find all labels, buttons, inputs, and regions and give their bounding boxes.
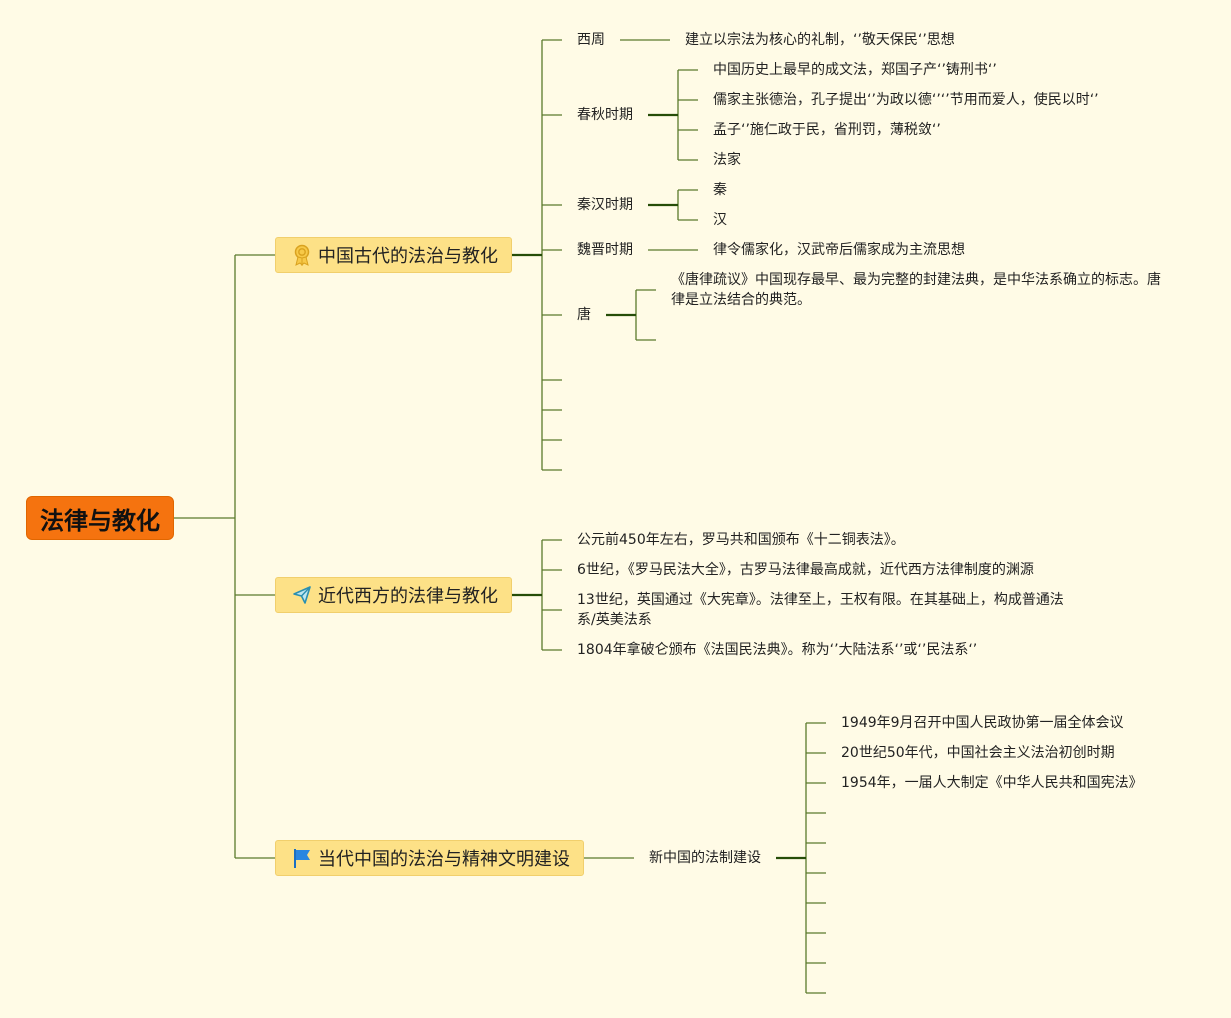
topic-xizhou[interactable]: 西周 <box>577 32 605 48</box>
flag-icon <box>294 849 310 868</box>
leaf-new-china-1[interactable]: 1949年9月召开中国人民政协第一届全体会议 <box>841 715 1124 731</box>
leaf-tang[interactable]: 《唐律疏议》中国现存最早、最为完整的封建法典，是中华法系确立的标志。唐律是立法结… <box>671 272 1161 308</box>
topic-qinhan[interactable]: 秦汉时期 <box>577 197 633 213</box>
topic-weijin[interactable]: 魏晋时期 <box>577 242 633 258</box>
leaf-west-1[interactable]: 公元前450年左右，罗马共和国颁布《十二铜表法》。 <box>577 532 905 548</box>
branch-modern-west[interactable]: 近代西方的法律与教化 <box>275 577 512 613</box>
leaf-west-2[interactable]: 6世纪，《罗马民法大全》，古罗马法律最高成就，近代西方法律制度的渊源 <box>577 562 1034 578</box>
leaf-new-china-2[interactable]: 20世纪50年代，中国社会主义法治初创时期 <box>841 745 1115 761</box>
leaf-chunqiu-2[interactable]: 儒家主张德治，孔子提出‘’为政以德‘’‘’节用而爱人，使民以时‘’ <box>713 92 1099 108</box>
leaf-new-china-3[interactable]: 1954年，一届人大制定《中华人民共和国宪法》 <box>841 775 1143 791</box>
leaf-han[interactable]: 汉 <box>713 212 727 228</box>
leaf-chunqiu-1[interactable]: 中国历史上最早的成文法，郑国子产‘’铸刑书‘’ <box>713 62 997 78</box>
branch-contemporary-china-label: 当代中国的法治与精神文明建设 <box>318 849 570 870</box>
paper-plane-icon <box>293 586 311 604</box>
branch-contemporary-china[interactable]: 当代中国的法治与精神文明建设 <box>275 840 584 876</box>
root-topic-label: 法律与教化 <box>40 506 160 535</box>
leaf-west-3[interactable]: 13世纪，英国通过《大宪章》。法律至上，王权有限。在其基础上，构成普通法系/英美… <box>577 592 1064 628</box>
leaf-chunqiu-3[interactable]: 孟子‘’施仁政于民，省刑罚，薄税敛‘’ <box>713 122 941 138</box>
leaf-chunqiu-4[interactable]: 法家 <box>713 152 741 168</box>
root-topic[interactable]: 法律与教化 <box>26 496 174 540</box>
branch-modern-west-label: 近代西方的法律与教化 <box>318 586 498 607</box>
leaf-qin[interactable]: 秦 <box>713 182 727 198</box>
branch-ancient-china-label: 中国古代的法治与教化 <box>318 246 498 267</box>
leaf-west-4[interactable]: 1804年拿破仑颁布《法国民法典》。称为‘’大陆法系‘’或‘’民法系‘’ <box>577 642 978 658</box>
branch-ancient-china[interactable]: 中国古代的法治与教化 <box>275 237 512 273</box>
leaf-xizhou[interactable]: 建立以宗法为核心的礼制，‘’敬天保民‘’思想 <box>685 32 955 48</box>
topic-chunqiu[interactable]: 春秋时期 <box>577 107 633 123</box>
ribbon-award-icon <box>294 244 310 266</box>
topic-new-china-legal[interactable]: 新中国的法制建设 <box>649 850 761 866</box>
leaf-weijin[interactable]: 律令儒家化，汉武帝后儒家成为主流思想 <box>713 242 965 258</box>
topic-tang[interactable]: 唐 <box>577 307 591 323</box>
